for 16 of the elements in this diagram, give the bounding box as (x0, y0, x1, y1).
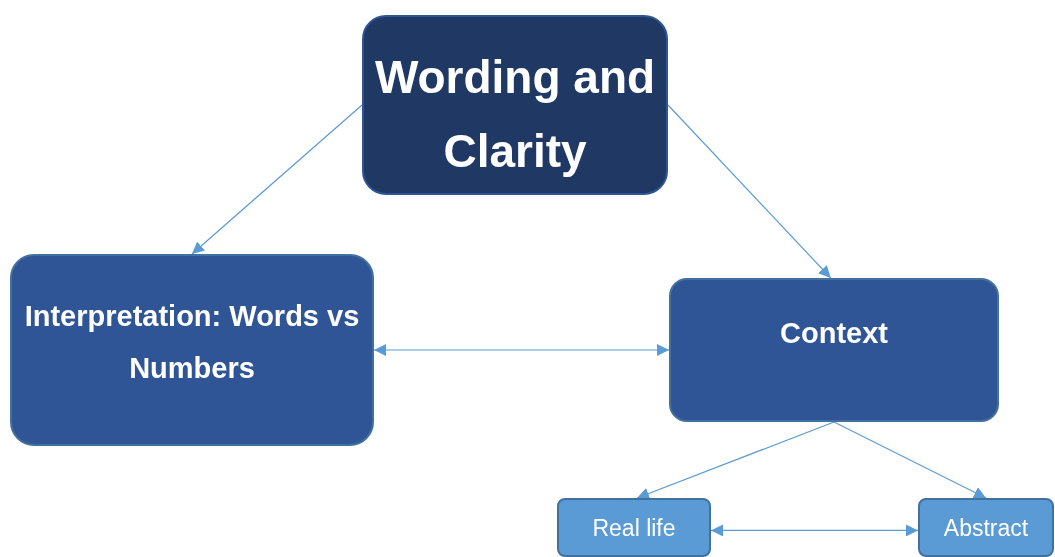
sub-topic-box (918, 498, 1054, 557)
arrow (373, 344, 670, 356)
arrow (636, 421, 835, 500)
process-box (10, 254, 374, 446)
node-label: Context (780, 316, 888, 351)
arrow (833, 421, 987, 499)
node-label: Interpretation: Words vs Numbers (23, 299, 361, 387)
arrow (191, 104, 363, 255)
node-label: Wording and Clarity (373, 50, 657, 179)
arrow (667, 104, 832, 279)
process-box (669, 278, 999, 422)
main-topic-box (362, 15, 668, 195)
node-label: Abstract (943, 515, 1029, 543)
node-label: Real life (592, 515, 676, 543)
sub-topic-box (557, 498, 711, 557)
arrow (710, 524, 919, 537)
